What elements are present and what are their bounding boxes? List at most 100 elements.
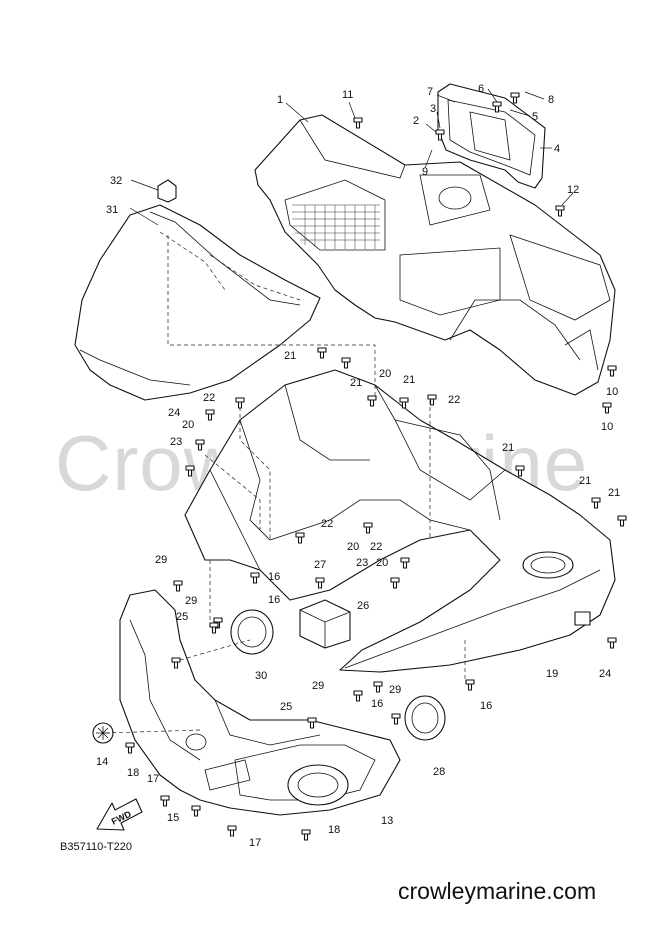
part-13-front-nose — [119, 589, 401, 816]
part-32-clip — [157, 179, 177, 203]
callout-23a: 23 — [170, 436, 182, 448]
part-19-deck-cover — [184, 369, 616, 673]
callout-30: 30 — [255, 670, 267, 682]
fastener-27 — [250, 572, 260, 584]
callout-18a: 18 — [127, 767, 139, 779]
callout-29a: 29 — [155, 554, 167, 566]
callout-5: 5 — [532, 111, 538, 123]
callout-1: 1 — [277, 94, 283, 106]
fastener-19 — [295, 532, 305, 544]
fastener-30 — [391, 713, 401, 725]
callout-8: 8 — [548, 94, 554, 106]
callout-22b: 22 — [448, 394, 460, 406]
callout-29c: 29 — [312, 680, 324, 692]
fastener-13 — [205, 409, 215, 421]
callout-13: 13 — [381, 815, 393, 827]
callout-21a: 21 — [284, 350, 296, 362]
callout-16c: 16 — [371, 698, 383, 710]
fastener-2 — [492, 101, 502, 113]
fwd-arrow: FWD — [96, 798, 143, 831]
callout-28: 28 — [433, 766, 445, 778]
callout-17a: 17 — [147, 773, 159, 785]
fastener-22 — [390, 577, 400, 589]
fastener-14 — [195, 439, 205, 451]
callout-24b: 24 — [599, 668, 611, 680]
fastener-7 — [317, 347, 327, 359]
callout-26: 26 — [357, 600, 369, 612]
callout-2: 2 — [413, 115, 419, 127]
fastener-16 — [515, 465, 525, 477]
callout-29d: 29 — [389, 684, 401, 696]
fastener-4 — [555, 205, 565, 217]
part-30-ring — [230, 609, 274, 655]
callout-25b: 25 — [280, 701, 292, 713]
fastener-18 — [617, 515, 627, 527]
leader-lines — [129, 88, 574, 226]
fastener-17 — [591, 497, 601, 509]
callout-32: 32 — [110, 175, 122, 187]
callout-20b: 20 — [182, 419, 194, 431]
fastener-26 — [209, 622, 219, 634]
fastener-38 — [171, 657, 181, 669]
fastener-39 — [307, 717, 317, 729]
fastener-20 — [363, 522, 373, 534]
callout-29b: 29 — [185, 595, 197, 607]
fastener-1 — [435, 129, 445, 141]
callout-9: 9 — [422, 166, 428, 178]
callout-25a: 25 — [176, 611, 188, 623]
callout-11: 11 — [342, 89, 353, 101]
callout-16a: 16 — [268, 571, 280, 583]
callout-20c: 20 — [347, 541, 359, 553]
diagram-code: B357110-T220 — [60, 841, 132, 853]
fastener-15 — [185, 465, 195, 477]
fastener-36 — [301, 829, 311, 841]
site-name: crowleymarine.com — [398, 878, 597, 904]
fastener-23 — [315, 577, 325, 589]
callout-4: 4 — [554, 143, 560, 155]
callout-16b: 16 — [268, 594, 280, 606]
callout-21b: 21 — [350, 377, 362, 389]
fastener-28 — [353, 690, 363, 702]
callout-12: 12 — [567, 184, 579, 196]
assembly-dashes — [104, 235, 466, 734]
fastener-35 — [227, 825, 237, 837]
part-31-cover-panel — [74, 204, 321, 401]
fastener-32 — [125, 742, 135, 754]
callout-21f: 21 — [608, 487, 620, 499]
callout-20d: 20 — [376, 557, 388, 569]
callout-15: 15 — [167, 812, 179, 824]
callout-27: 27 — [314, 559, 326, 571]
fastener-33 — [160, 795, 170, 807]
fastener-8 — [341, 357, 351, 369]
callout-17b: 17 — [249, 837, 261, 849]
callout-23b: 23 — [356, 557, 368, 569]
callout-22d: 22 — [370, 541, 382, 553]
callout-21d: 21 — [502, 442, 514, 454]
callout-24a: 24 — [168, 407, 180, 419]
fastener-21 — [400, 557, 410, 569]
part-4-hatch-lid — [437, 83, 546, 189]
fastener-24 — [173, 580, 183, 592]
callout-10b: 10 — [601, 421, 613, 433]
part-14-round-cap — [92, 722, 114, 744]
fastener-3 — [510, 92, 520, 104]
callout-6: 6 — [478, 83, 484, 95]
callout-14: 14 — [96, 756, 108, 768]
fastener-5 — [607, 365, 617, 377]
callout-18b: 18 — [328, 824, 340, 836]
part-1-storage-box — [254, 114, 616, 396]
callout-20a: 20 — [379, 368, 391, 380]
fastener-6 — [602, 402, 612, 414]
fastener-12 — [235, 397, 245, 409]
callout-16d: 16 — [480, 700, 492, 712]
callout-21e: 21 — [579, 475, 591, 487]
fastener-29 — [373, 681, 383, 693]
fastener-11 — [427, 394, 437, 406]
callout-31: 31 — [106, 204, 118, 216]
callout-21c: 21 — [403, 374, 415, 386]
part-26-bracket — [299, 599, 351, 649]
callout-7: 7 — [427, 86, 433, 98]
callout-19: 19 — [546, 668, 558, 680]
